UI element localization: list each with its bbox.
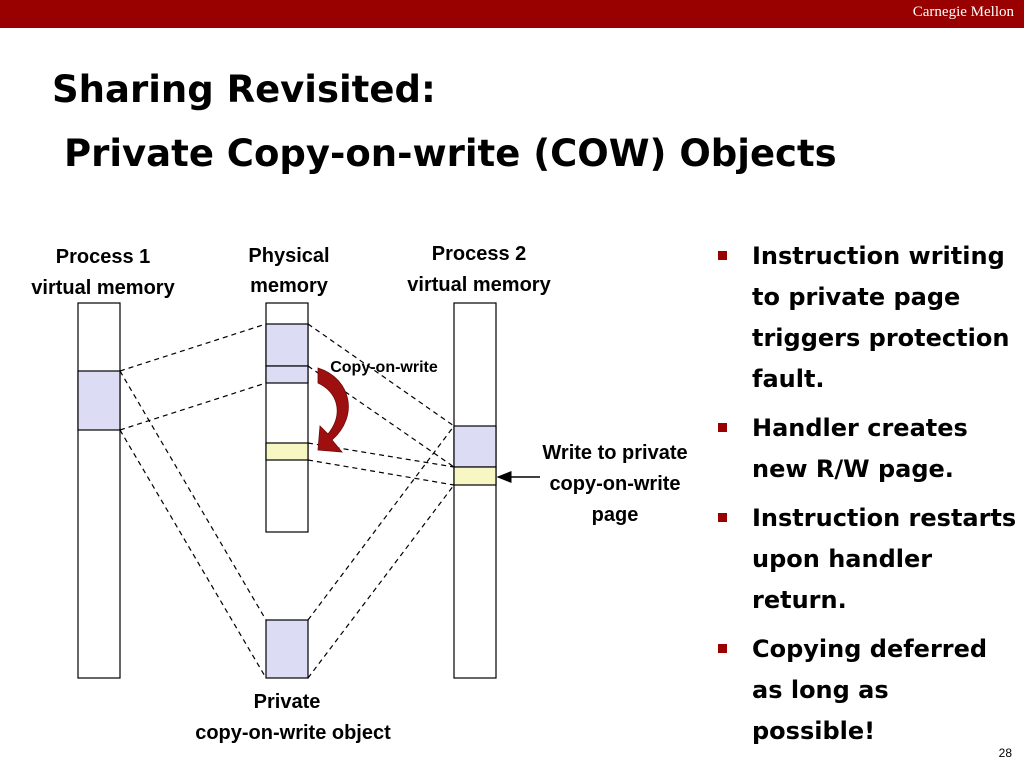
cow-diagram: Process 1 virtual memory Physical memory… (31, 243, 687, 744)
write-label-line1: Write to private (542, 442, 687, 464)
physical-label-line1: Physical (248, 245, 329, 267)
physical-original-page (265, 365, 309, 384)
bullet-square-icon (718, 423, 727, 432)
bullet-text: Handler creates new R/W page. (752, 414, 968, 483)
private-cow-object (265, 619, 309, 679)
process2-written-page (453, 466, 497, 486)
brand-label: Carnegie Mellon (912, 4, 1014, 20)
bullet-list: Instruction writing to private page trig… (712, 236, 1017, 760)
bullet-text: Instruction restarts upon handler return… (752, 504, 1017, 614)
copy-on-write-arrow (317, 367, 349, 453)
bullet-square-icon (718, 513, 727, 522)
write-label-line2: copy-on-write (549, 473, 680, 495)
bullet-text: Instruction writing to private page trig… (752, 242, 1010, 393)
process1-label-line2: virtual memory (31, 277, 175, 299)
process2-shared-region (453, 425, 497, 468)
process2-label-line1: Process 2 (432, 243, 527, 265)
bullet-item: Handler creates new R/W page. (712, 408, 1017, 490)
object-label-line1: Private (254, 691, 321, 713)
title-line-2: Private Copy-on-write (COW) Objects (64, 132, 837, 175)
title-line-1: Sharing Revisited: (52, 68, 436, 111)
process2-label-line2: virtual memory (407, 274, 551, 296)
physical-new-page (265, 442, 309, 461)
process2-vm-bar (453, 302, 497, 679)
copy-on-write-label: Copy-on-write (330, 359, 438, 376)
bullet-item: Instruction restarts upon handler return… (712, 498, 1017, 621)
process1-shared-region (77, 370, 121, 431)
bullet-text: Copying deferred as long as possible! (752, 635, 988, 745)
slide-title: Sharing Revisited: Private Copy-on-write… (52, 58, 837, 186)
write-label-line3: page (592, 504, 639, 526)
process1-vm-bar (77, 302, 121, 679)
object-label-line2: copy-on-write object (195, 722, 391, 744)
bullet-item: Instruction writing to private page trig… (712, 236, 1017, 400)
physical-shared-region (265, 323, 309, 367)
page-number: 28 (998, 746, 1012, 760)
physical-label-line2: memory (250, 275, 329, 297)
process1-label-line1: Process 1 (56, 246, 151, 268)
bullet-item: Copying deferred as long as possible! (712, 629, 1017, 752)
bullet-square-icon (718, 251, 727, 260)
bullet-square-icon (718, 644, 727, 653)
header-bar: Carnegie Mellon (0, 0, 1024, 28)
